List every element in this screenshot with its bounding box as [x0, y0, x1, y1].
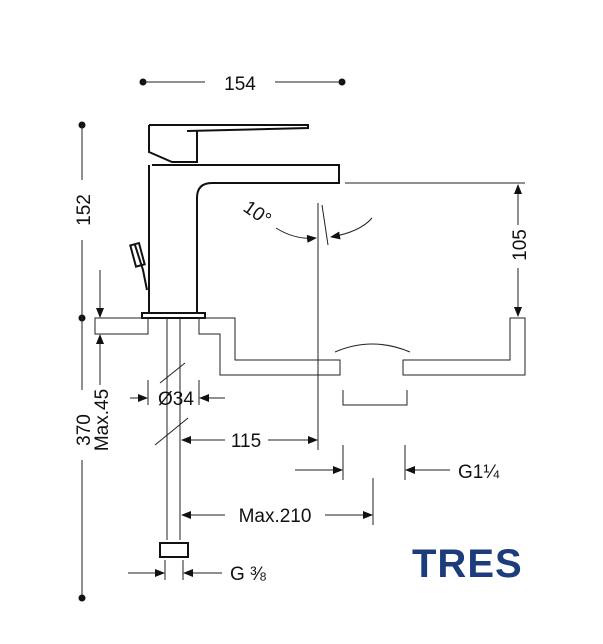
dim-152-370: 152 370 Max.45 [74, 121, 113, 602]
dim-label-diameter: Ø34 [158, 389, 194, 410]
dim-115: 115 [181, 431, 318, 452]
dim-105: 105 [510, 184, 531, 317]
dim-label-152: 152 [74, 194, 95, 226]
dim-label-max210: Max.210 [239, 506, 312, 527]
dim-inlet: G ⅜ [128, 560, 266, 585]
countertop-section [94, 317, 526, 406]
dim-label-max45: Max.45 [92, 389, 113, 451]
dim-label-angle: 10° [239, 197, 275, 231]
dim-drain: G1¼ [295, 445, 500, 483]
faucet-outline [129, 124, 340, 319]
dim-label-105: 105 [510, 229, 531, 261]
dim-154: 154 [139, 74, 346, 95]
dim-label-370: 370 [74, 414, 95, 446]
dim-max210: Max.210 [181, 478, 374, 527]
dim-diameter: Ø34 [130, 380, 225, 410]
dim-label-154: 154 [224, 74, 256, 95]
dim-label-115: 115 [231, 431, 261, 452]
dim-label-inlet: G ⅜ [230, 564, 266, 585]
supply-pipes [154, 318, 189, 558]
tres-logo: TRES [412, 542, 523, 586]
brand-logo-text: TRES [412, 542, 523, 586]
dim-angle: 10° [239, 197, 373, 243]
dim-label-drain: G1¼ [458, 462, 500, 483]
